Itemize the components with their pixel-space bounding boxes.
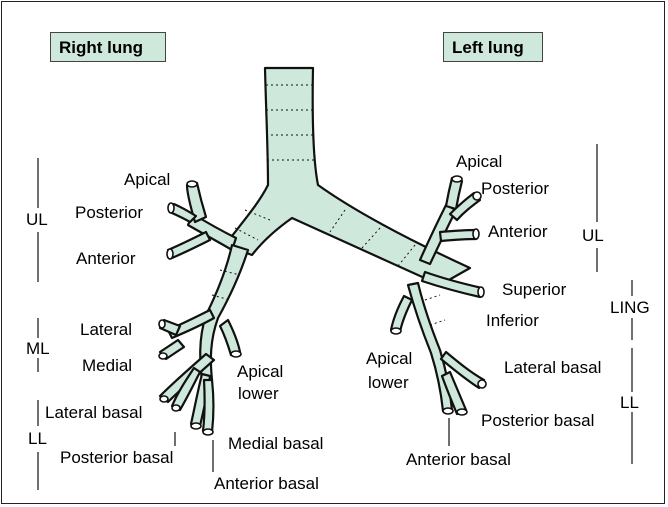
right-lateral-label: Lateral (80, 320, 132, 340)
right-lung-header: Right lung (50, 32, 166, 62)
left-lung-header: Left lung (443, 32, 543, 62)
bronchial-tree (160, 68, 484, 432)
left-ll-group-label: LL (620, 393, 639, 413)
left-apical-lower-label-line1: Apical (366, 349, 412, 369)
right-apical-lower-label-line1: Apical (237, 362, 283, 382)
left-posterior-label: Posterior (481, 179, 549, 199)
right-apical-lower-label-line2: lower (238, 384, 279, 404)
left-apical-label: Apical (456, 152, 502, 172)
right-anterior-branch (168, 232, 210, 258)
left-apical-lower-branch (391, 296, 412, 332)
right-medial-label: Medial (82, 356, 132, 376)
left-lateral-basal-label: Lateral basal (504, 358, 601, 378)
right-apical-lower-branch (220, 320, 240, 355)
left-anterior-branch (440, 230, 476, 241)
left-superior-label: Superior (502, 280, 566, 300)
right-lateral-basal-label: Lateral basal (45, 403, 142, 423)
right-anterior-basal-label: Anterior basal (214, 474, 319, 494)
right-anterior-label: Anterior (76, 249, 136, 269)
left-anterior-basal-label: Anterior basal (406, 450, 511, 470)
right-posterior-label: Posterior (75, 203, 143, 223)
right-apical-label: Apical (124, 170, 170, 190)
right-ul-group-label: UL (26, 210, 48, 230)
left-anterior-label: Anterior (488, 222, 548, 242)
left-inferior-label: Inferior (486, 311, 539, 331)
right-medial-basal-label: Medial basal (228, 434, 323, 454)
left-apical-lower-label-line2: lower (368, 373, 409, 393)
left-posterior-basal-label: Posterior basal (481, 411, 594, 431)
right-ll-group-label: LL (28, 429, 47, 449)
left-ling-group-label: LING (610, 298, 650, 318)
right-medial-basal-branch (203, 380, 214, 432)
left-ul-group-label: UL (582, 226, 604, 246)
right-ml-group-label: ML (26, 339, 50, 359)
left-lower-lobe-bronchus (408, 283, 452, 411)
right-posterior-basal-label: Posterior basal (60, 448, 173, 468)
